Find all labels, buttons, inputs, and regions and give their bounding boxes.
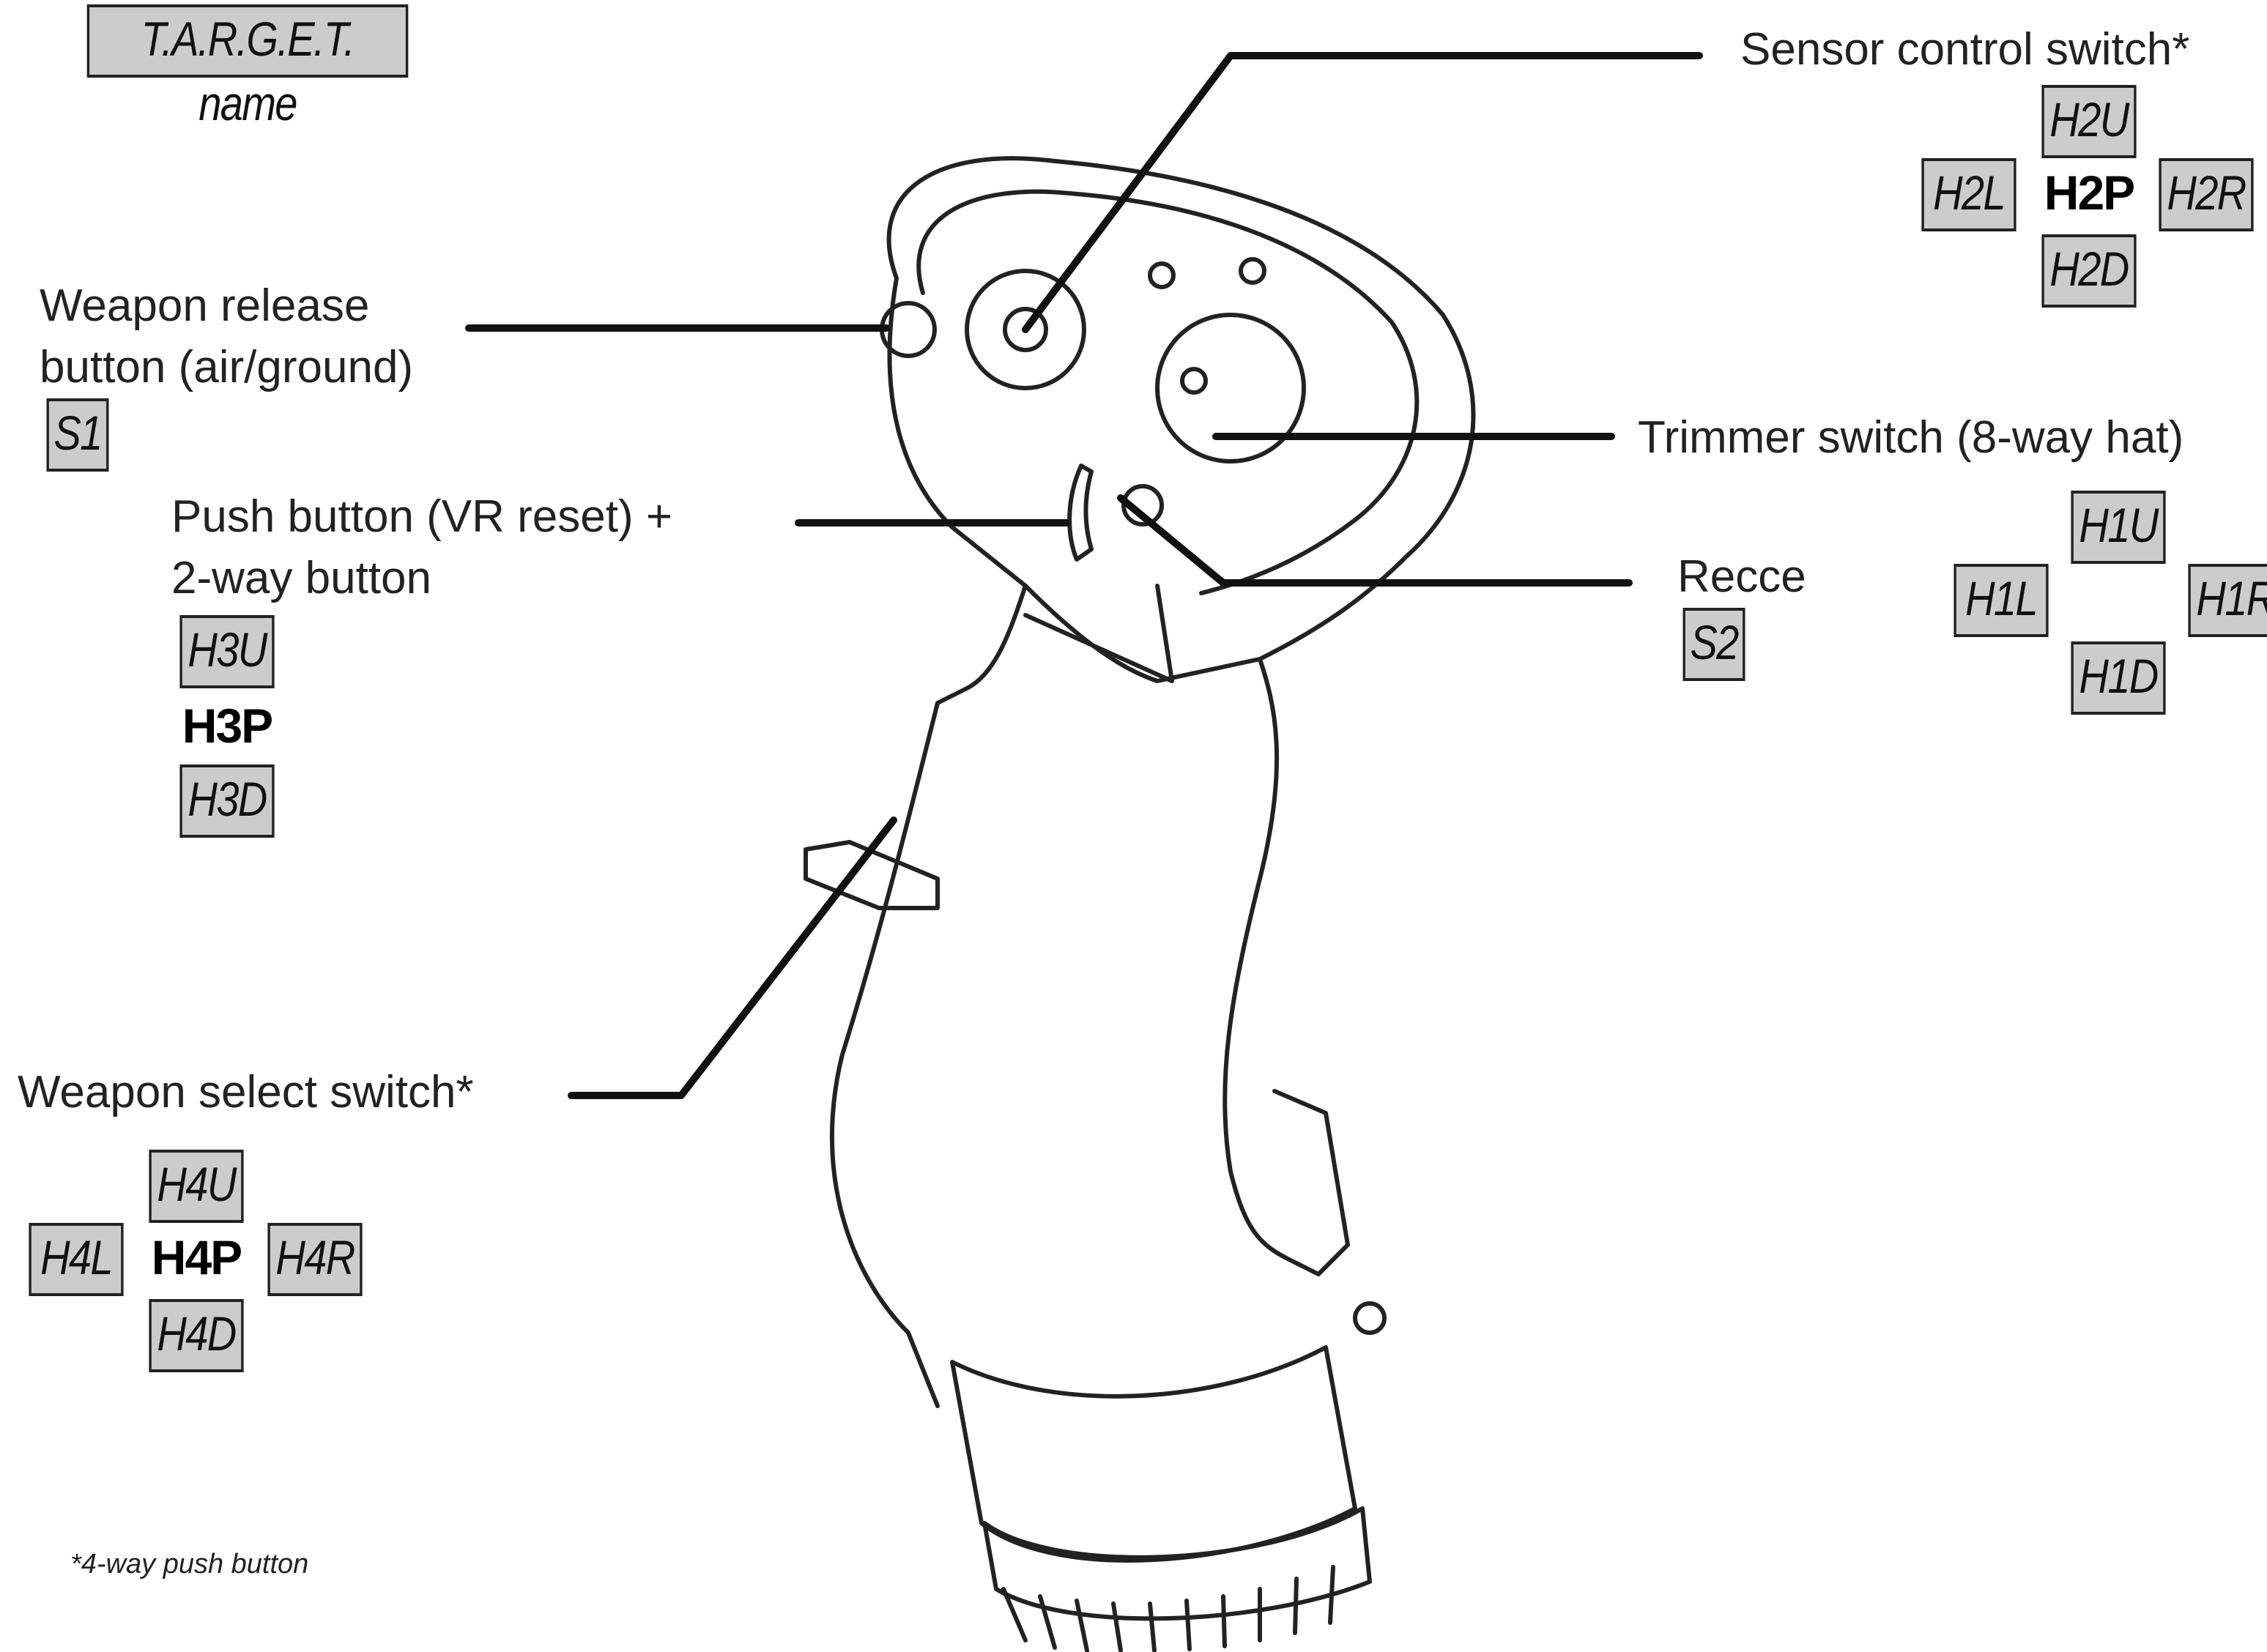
trimmer-hat-dot <box>1180 367 1208 395</box>
screw-1 <box>1148 261 1176 289</box>
sensor-hat-inner <box>1003 307 1048 352</box>
pinky-lever <box>1272 1089 1350 1276</box>
vr-reset-rocker <box>1067 464 1094 562</box>
code-h4p: H4P <box>151 1230 242 1284</box>
code-h4u: H4U <box>149 1150 244 1223</box>
code-h1d: H1D <box>2071 641 2166 715</box>
grip-head-inner <box>916 189 1420 595</box>
code-h3p: H3P <box>182 699 273 753</box>
leader-weapon-select <box>568 816 897 1099</box>
code-h4r: H4R <box>267 1223 363 1296</box>
code-h1l: H1L <box>1954 564 2049 637</box>
code-h3d: H3D <box>179 764 275 838</box>
code-h4l: H4L <box>29 1223 124 1296</box>
grip-head-outline <box>886 156 1476 683</box>
weapon-select-label: Weapon select switch* <box>18 1066 474 1117</box>
weapon-release-label-1: Weapon release <box>40 280 370 331</box>
code-h1r: H1R <box>2188 564 2267 637</box>
grip-body-left <box>829 584 1028 1408</box>
grip-body-right <box>1222 657 1291 1262</box>
push-button-label-1: Push button (VR reset) + <box>171 491 673 542</box>
base-knurl <box>1001 1565 1335 1652</box>
grip-front <box>1023 584 1174 683</box>
recce-button <box>1121 484 1164 527</box>
code-h2l: H2L <box>1921 158 2016 231</box>
sensor-control-label: Sensor control switch* <box>1740 23 2190 75</box>
code-s1: S1 <box>46 398 109 472</box>
trimmer-hat-outer <box>1155 313 1306 464</box>
push-button-label-2: 2-way button <box>171 552 431 603</box>
code-h4d: H4D <box>149 1299 244 1372</box>
screw-2 <box>1239 257 1266 285</box>
code-h3u: H3U <box>179 615 275 688</box>
pivot-bolt <box>1353 1301 1387 1335</box>
leader-lines <box>465 52 1703 1099</box>
trigger-area <box>804 840 940 910</box>
base-ring <box>982 1506 1372 1621</box>
code-s2: S2 <box>1682 608 1745 681</box>
code-h2r: H2R <box>2159 158 2254 231</box>
leader-recce <box>1117 494 1633 587</box>
code-h2p: H2P <box>2044 165 2135 220</box>
base-collar <box>950 1345 1357 1563</box>
code-h1u: H1U <box>2071 491 2166 564</box>
footnote: *4-way push button <box>70 1549 309 1580</box>
trimmer-switch-label: Trimmer switch (8-way hat) <box>1638 412 2184 463</box>
legend-name-box: T.A.R.G.E.T. name <box>86 4 409 130</box>
recce-label: Recce <box>1677 551 1806 602</box>
weapon-release-label-2: button (air/ground) <box>40 341 414 392</box>
code-h2u: H2U <box>2041 85 2137 158</box>
sensor-hat-outer <box>965 269 1086 390</box>
code-h2d: H2D <box>2041 234 2137 308</box>
leader-sensor <box>1022 52 1703 333</box>
